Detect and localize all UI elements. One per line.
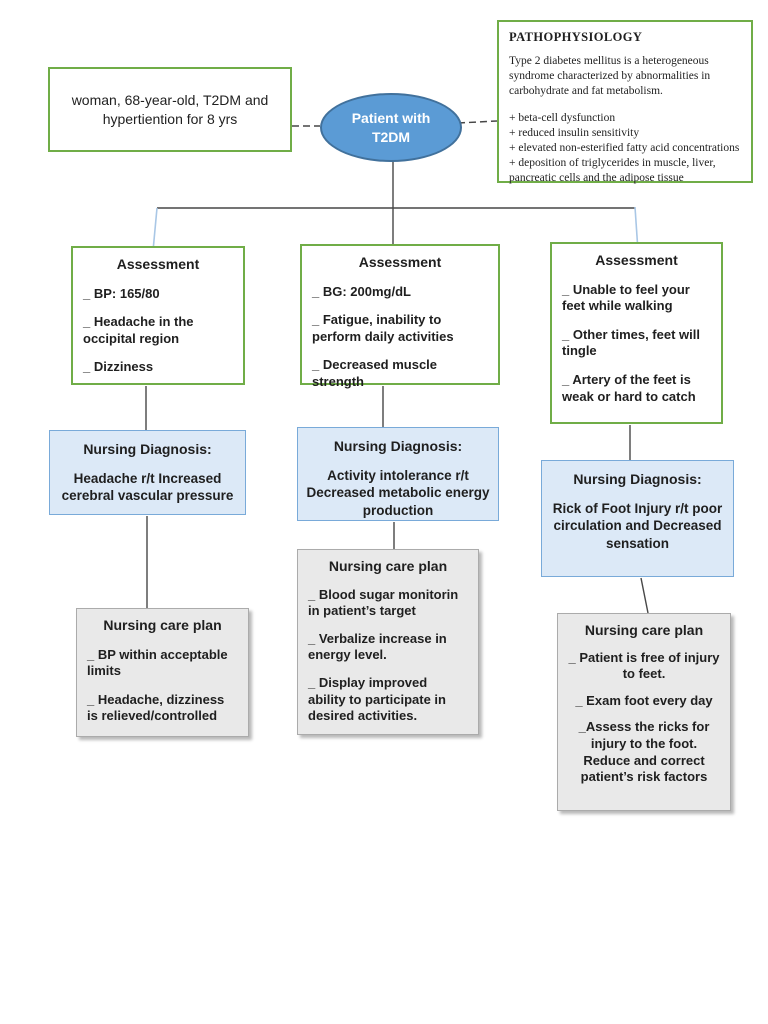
- assessment-2-item: _ Fatigue, inability to perform daily ac…: [312, 312, 454, 344]
- connector-drop-left: [152, 207, 158, 252]
- assessment-1-item: _ Headache in the occipital region: [83, 314, 194, 346]
- patient-info-text: woman, 68-year-old, T2DM and hypertienti…: [71, 91, 269, 127]
- assessment-1-item: _ BP: 165/80: [83, 285, 160, 301]
- care-plan-3-item: _ Exam foot every day: [575, 692, 713, 708]
- patient-info-box: woman, 68-year-old, T2DM and hypertienti…: [48, 67, 292, 152]
- assessment-2-item: _ BG: 200mg/dL: [312, 283, 411, 299]
- diagnosis-2-title: Nursing Diagnosis:: [333, 438, 463, 454]
- care-plan-3-title: Nursing care plan: [584, 622, 704, 638]
- care-plan-3-item: _Assess the ricks for injury to the foot…: [578, 719, 710, 785]
- assessment-box-1: Assessment _ BP: 165/80 _ Headache in th…: [71, 246, 245, 385]
- care-plan-1-item: _ BP within acceptable limits: [87, 646, 228, 679]
- pathophysiology-title: PATHOPHYSIOLOGY: [509, 30, 643, 44]
- pathophysiology-factor: + elevated non-esterified fatty acid con…: [509, 141, 740, 154]
- care-plan-1-item: _ Headache, dizziness is relieved/contro…: [87, 691, 225, 724]
- care-plan-2-item: _ Display improved ability to participat…: [308, 675, 446, 724]
- pathophysiology-description: Type 2 diabetes mellitus is a heterogene…: [509, 55, 711, 98]
- pathophysiology-box: PATHOPHYSIOLOGY Type 2 diabetes mellitus…: [497, 20, 753, 185]
- diagnosis-box-2: Nursing Diagnosis: Activity intolerance …: [297, 427, 499, 521]
- diagnosis-box-3: Nursing Diagnosis: Rick of Foot Injury r…: [541, 460, 734, 577]
- assessment-1-item: _ Dizziness: [83, 359, 154, 375]
- diagnosis-1-text: Headache r/t Increased cerebral vascular…: [61, 470, 234, 504]
- diagnosis-box-1: Nursing Diagnosis: Headache r/t Increase…: [49, 430, 246, 515]
- central-node-label: Patient with T2DM: [352, 109, 431, 147]
- connector-diagnosis3-careplan3: [640, 577, 649, 614]
- pathophysiology-factor: + deposition of triglycerides in muscle,…: [509, 157, 716, 185]
- dashed-connector-node-to-pathophysiology: [457, 120, 498, 124]
- care-plan-2-item: _ Verbalize increase in energy level.: [308, 630, 447, 663]
- assessment-3-item: _ Artery of the feet is weak or hard to …: [562, 372, 696, 404]
- assessment-3-title: Assessment: [595, 252, 678, 268]
- assessment-1-title: Assessment: [116, 256, 200, 272]
- care-plan-box-1: Nursing care plan _ BP within acceptable…: [76, 608, 249, 737]
- assessment-3-item: _ Other times, feet will tingle: [562, 326, 700, 359]
- pathophysiology-factor: + reduced insulin sensitivity: [509, 126, 640, 139]
- central-node: Patient with T2DM: [320, 93, 462, 162]
- diagnosis-3-text: Rick of Foot Injury r/t poor circulation…: [552, 500, 723, 551]
- assessment-2-item: _ Decreased muscle strength: [312, 357, 438, 389]
- pathophysiology-factor: + beta-cell dysfunction: [509, 111, 616, 124]
- care-plan-box-3: Nursing care plan _ Patient is free of i…: [557, 613, 731, 811]
- diagnosis-1-title: Nursing Diagnosis:: [83, 441, 212, 457]
- assessment-box-3: Assessment _ Unable to feel your feet wh…: [550, 242, 723, 424]
- assessment-2-title: Assessment: [358, 254, 442, 270]
- care-plan-2-item: _ Blood sugar monitorin in patient’s tar…: [308, 586, 459, 619]
- assessment-box-2: Assessment _ BG: 200mg/dL _ Fatigue, ina…: [300, 244, 500, 389]
- diagnosis-2-text: Activity intolerance r/t Decreased metab…: [306, 467, 490, 518]
- care-plan-box-2: Nursing care plan _ Blood sugar monitori…: [297, 549, 479, 735]
- care-plan-3-item: _ Patient is free of injury to feet.: [568, 649, 720, 682]
- central-node-line2: T2DM: [371, 128, 411, 145]
- central-node-line1: Patient with: [351, 109, 431, 126]
- assessment-3-item: _ Unable to feel your feet while walking: [562, 281, 690, 314]
- care-plan-2-title: Nursing care plan: [328, 558, 448, 574]
- diagnosis-3-title: Nursing Diagnosis:: [573, 471, 702, 487]
- care-plan-1-title: Nursing care plan: [103, 617, 222, 633]
